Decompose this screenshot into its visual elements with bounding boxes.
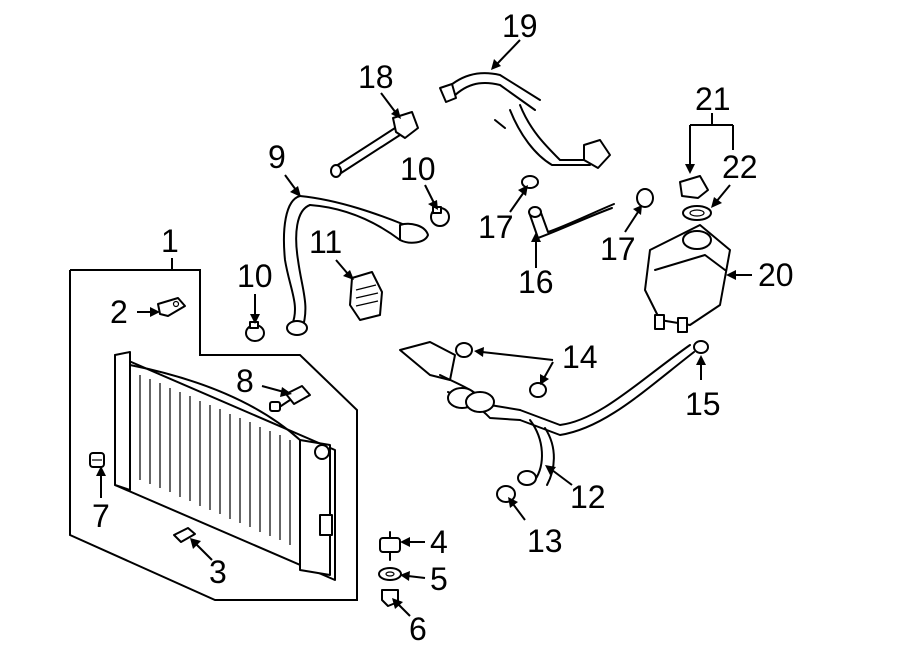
callout-13: 13 <box>527 523 563 559</box>
callout-2: 2 <box>110 294 128 330</box>
bracket-part-2 <box>157 297 186 317</box>
radiator-group-boundary <box>69 258 358 601</box>
callout-1: 1 <box>161 223 179 259</box>
tank-cap-part-21 <box>679 175 709 199</box>
callout-17b: 17 <box>600 231 636 267</box>
callout-14: 14 <box>562 339 598 375</box>
coolant-pipe-part-18 <box>330 111 419 178</box>
callout-3: 3 <box>209 554 227 590</box>
hose-clamp-part-17a <box>521 175 539 189</box>
pipe-assembly-part-19 <box>439 72 611 169</box>
hose-clamp-part-10a <box>430 206 450 227</box>
hose-clamp-part-14b <box>529 382 547 398</box>
temperature-sensor-part-8 <box>269 385 311 412</box>
callout-22: 22 <box>722 149 758 185</box>
callout-labels: 1 2 3 4 5 6 7 8 9 10 10 11 12 13 14 15 1… <box>92 8 794 647</box>
callout-20: 20 <box>758 257 794 293</box>
callout-9: 9 <box>268 139 286 175</box>
lower-hose-part-12 <box>399 341 695 486</box>
expansion-tank-part-20 <box>644 224 731 333</box>
callout-4: 4 <box>430 524 448 560</box>
callout-6: 6 <box>409 611 427 647</box>
callout-19: 19 <box>502 8 538 44</box>
radiator <box>114 351 336 581</box>
hose-clamp-part-14a <box>455 342 473 358</box>
bracket-part-3 <box>173 527 196 543</box>
callout-17a: 17 <box>478 209 514 245</box>
callout-5: 5 <box>430 561 448 597</box>
cap-seal-part-22 <box>682 205 712 221</box>
hose-clamp-part-15 <box>693 340 709 354</box>
callout-21: 21 <box>695 81 731 117</box>
drain-plug-part-7 <box>89 452 105 468</box>
hose-clamp-part-17b <box>636 188 654 208</box>
hose-clamp-part-10b <box>245 321 265 342</box>
callout-10b: 10 <box>237 258 273 294</box>
washer-part-5 <box>378 567 402 581</box>
upper-hose-part-9 <box>282 195 429 336</box>
callout-11: 11 <box>309 224 342 260</box>
callout-16: 16 <box>518 264 554 300</box>
callout-18: 18 <box>358 59 394 95</box>
callout-15: 15 <box>685 386 721 422</box>
hose-clamp-part-13 <box>496 485 516 503</box>
callout-12: 12 <box>570 479 606 515</box>
mount-part-4 <box>379 531 401 561</box>
callout-7: 7 <box>92 498 110 534</box>
leader-lines <box>96 39 752 617</box>
callout-8: 8 <box>236 363 254 399</box>
connector-block-part-11 <box>349 271 383 321</box>
callout-10a: 10 <box>400 151 436 187</box>
